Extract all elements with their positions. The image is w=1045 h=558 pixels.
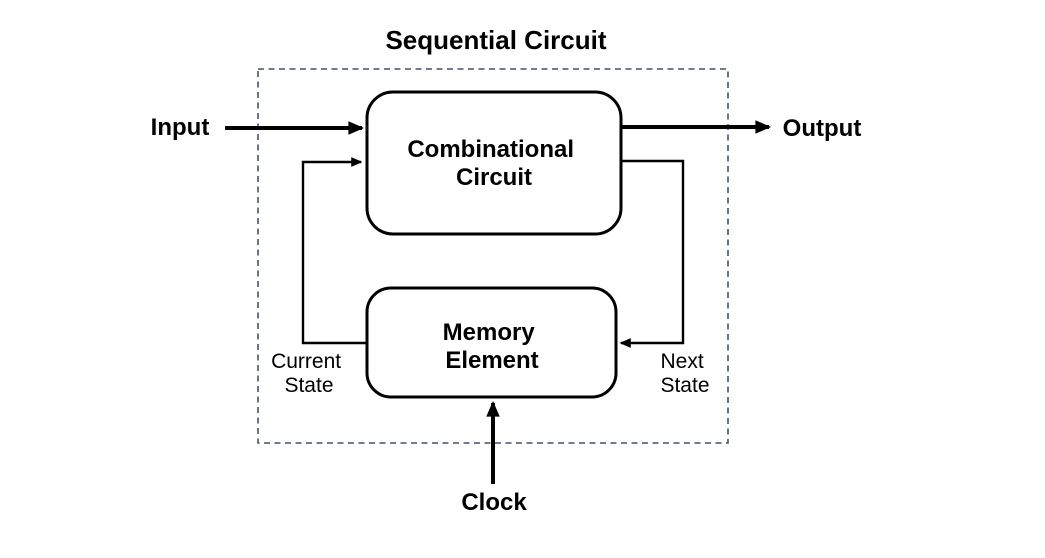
current-state-feedback-line — [301, 157, 367, 345]
combinational-circuit-label-line2: Circuit — [456, 164, 532, 191]
diagram-title: Sequential Circuit — [385, 25, 606, 55]
combinational-circuit-label-line1: Combinational — [407, 136, 574, 163]
next-state-feedback-line — [619, 159, 685, 348]
memory-element-label-line1: Memory — [443, 319, 536, 346]
next-state-label-line1: Next — [660, 350, 703, 373]
next-state-label-line2: State — [660, 374, 709, 397]
memory-element-label-line2: Element — [445, 347, 538, 374]
memory-element-box — [365, 286, 618, 399]
input-label: Input — [151, 114, 210, 141]
clock-label: Clock — [461, 489, 527, 516]
current-state-label-line2: State — [284, 374, 333, 397]
output-label: Output — [783, 115, 862, 142]
combinational-circuit-box — [365, 90, 623, 236]
next-state-label: Next State — [660, 350, 709, 397]
memory-element-label: Memory Element — [443, 319, 542, 374]
combinational-circuit-label: Combinational Circuit — [407, 136, 580, 191]
current-state-label-line1: Current — [271, 350, 341, 373]
current-state-label: Current State — [271, 350, 347, 397]
sequential-circuit-boundary — [257, 68, 729, 444]
